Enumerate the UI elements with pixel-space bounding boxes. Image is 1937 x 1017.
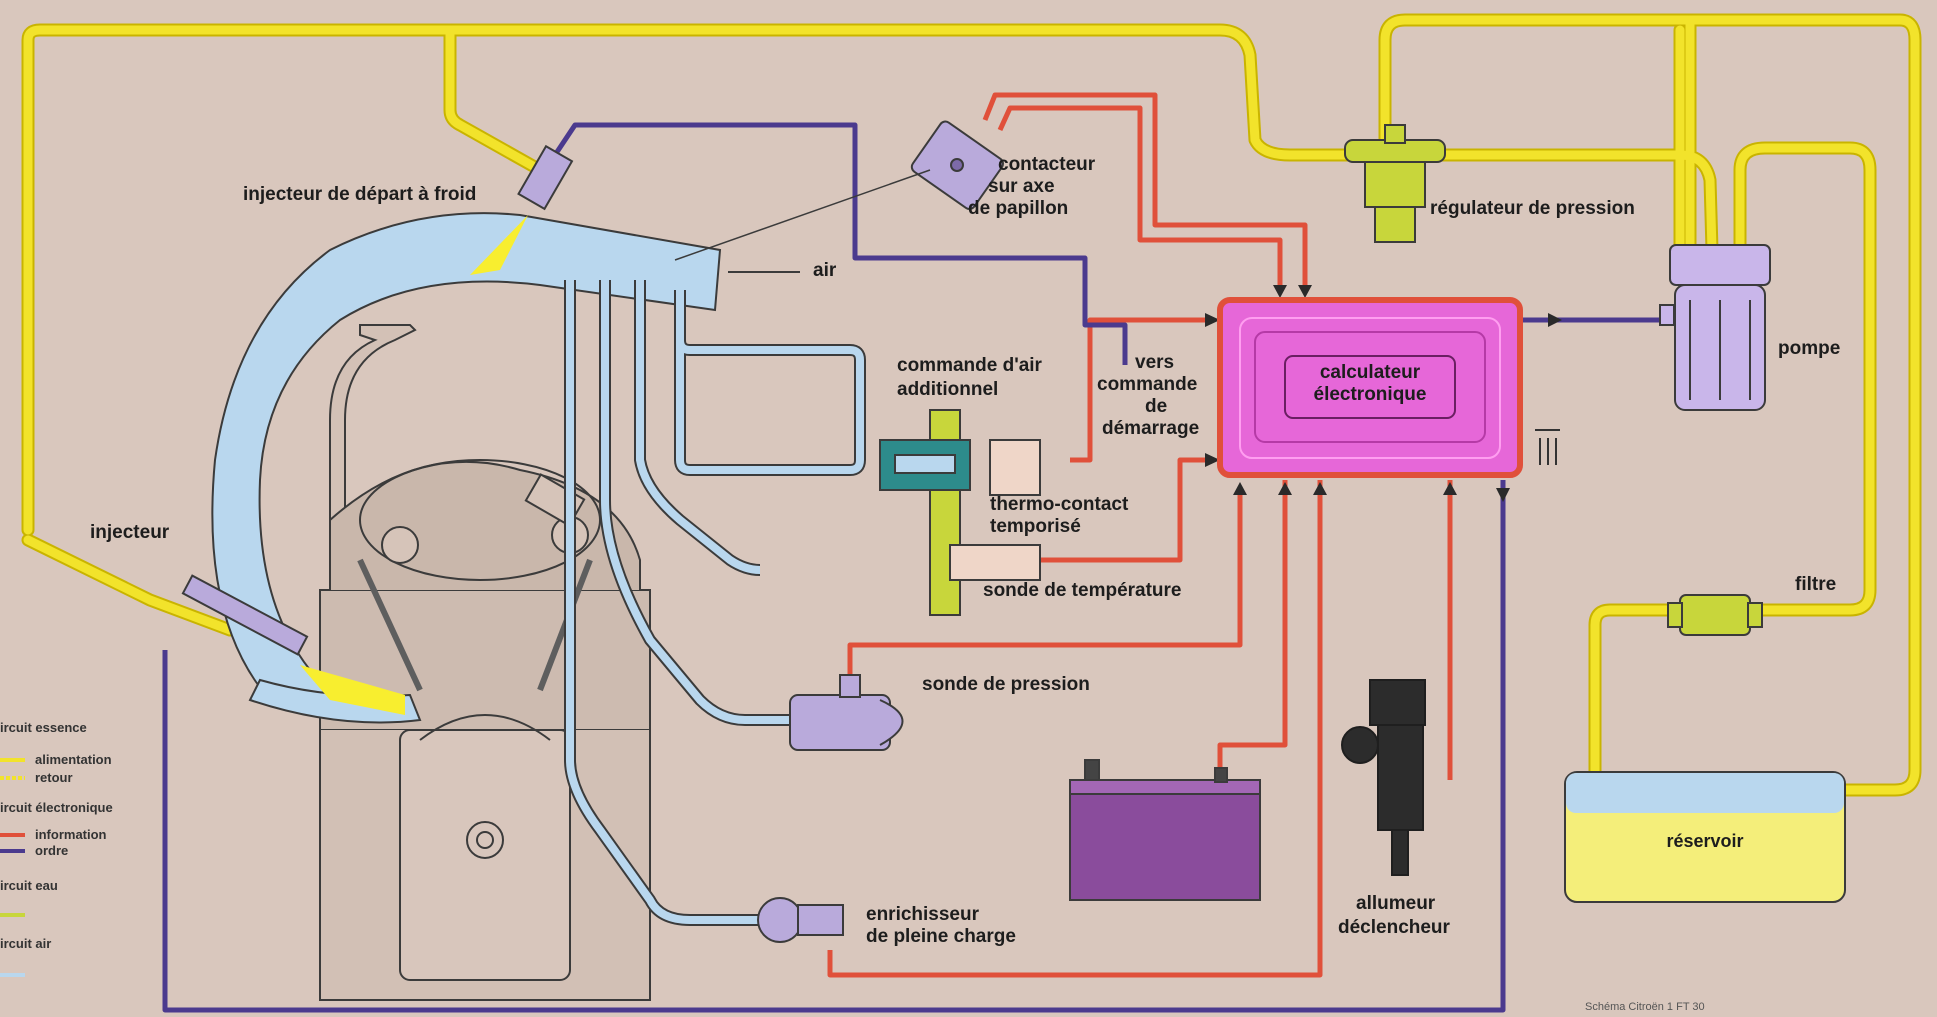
label-vers-2: commande: [1097, 374, 1198, 395]
label-vers-4: démarrage: [1102, 418, 1200, 439]
label-thermo-1: thermo-contact: [990, 494, 1129, 515]
legend-swatches: [0, 758, 25, 977]
throttle-switch: [910, 120, 1004, 211]
cold-start-injector-body: [517, 144, 574, 211]
label-air: air: [813, 260, 837, 281]
legend-circuit-air: ircuit air: [0, 936, 52, 951]
throttle-leader: [674, 169, 931, 261]
enrichment-switch: [757, 897, 844, 943]
label-reservoir: réservoir: [1666, 831, 1744, 851]
label-contacteur-3: de papillon: [968, 198, 1069, 219]
label-contacteur-2: sur axe: [988, 176, 1055, 197]
label-injecteur: injecteur: [90, 522, 170, 543]
label-pompe: pompe: [1778, 338, 1841, 359]
legend-retour: retour: [35, 770, 73, 785]
reservoir-tank: [1564, 771, 1846, 903]
distributor: [1341, 679, 1426, 876]
label-cold-start-injector: injecteur de départ à froid: [243, 184, 477, 205]
label-allumeur-1: allumeur: [1356, 893, 1436, 914]
legend-circuit-electronique: ircuit électronique: [0, 800, 113, 815]
label-vers-3: de: [1145, 396, 1168, 417]
injector-body: [181, 574, 309, 656]
label-sonde-pression: sonde de pression: [922, 674, 1090, 695]
label-enrichisseur-1: enrichisseur: [866, 904, 979, 925]
label-sonde-temperature: sonde de température: [983, 580, 1182, 601]
legend-circuit-eau: ircuit eau: [0, 878, 58, 893]
label-commande-air-1: commande d'air: [897, 355, 1042, 376]
legend-alimentation: alimentation: [35, 752, 112, 767]
label-regulateur: régulateur de pression: [1430, 198, 1635, 219]
diagram-caption: Schéma Citroën 1 FT 30: [1585, 1001, 1705, 1013]
information-wires: [827, 92, 1453, 978]
order-wires: [162, 122, 1660, 1013]
battery: [1069, 759, 1261, 901]
fuel-pump: [1659, 244, 1771, 411]
legend-information: information: [35, 827, 107, 842]
legend-circuit-essence: ircuit essence: [0, 720, 87, 735]
engine-block: [319, 324, 651, 1001]
info-arrowheads: [1205, 285, 1457, 495]
label-filtre: filtre: [1795, 574, 1837, 595]
air-intake: [211, 212, 722, 724]
legend-ordre: ordre: [35, 843, 69, 858]
label-commande-air-2: additionnel: [897, 379, 999, 400]
pressure-regulator: [1344, 124, 1446, 243]
label-contacteur-1: contacteur: [998, 154, 1096, 175]
air-pipes-fill: [566, 280, 864, 924]
label-vers-1: vers: [1135, 352, 1175, 373]
extra-air-valve: [879, 409, 1041, 616]
order-arrow-pump: [1548, 313, 1562, 327]
order-arrow-down: [1496, 488, 1510, 502]
label-thermo-2: temporisé: [990, 516, 1081, 537]
pressure-sensor: [789, 674, 904, 751]
label-allumeur-2: déclencheur: [1338, 917, 1450, 938]
calculateur-box: [1217, 297, 1560, 478]
label-calculateur-2: électronique: [1313, 384, 1427, 405]
label-calculateur-1: calculateur: [1319, 362, 1421, 383]
label-enrichisseur-2: de pleine charge: [866, 926, 1016, 947]
fuel-filter: [1667, 594, 1763, 636]
